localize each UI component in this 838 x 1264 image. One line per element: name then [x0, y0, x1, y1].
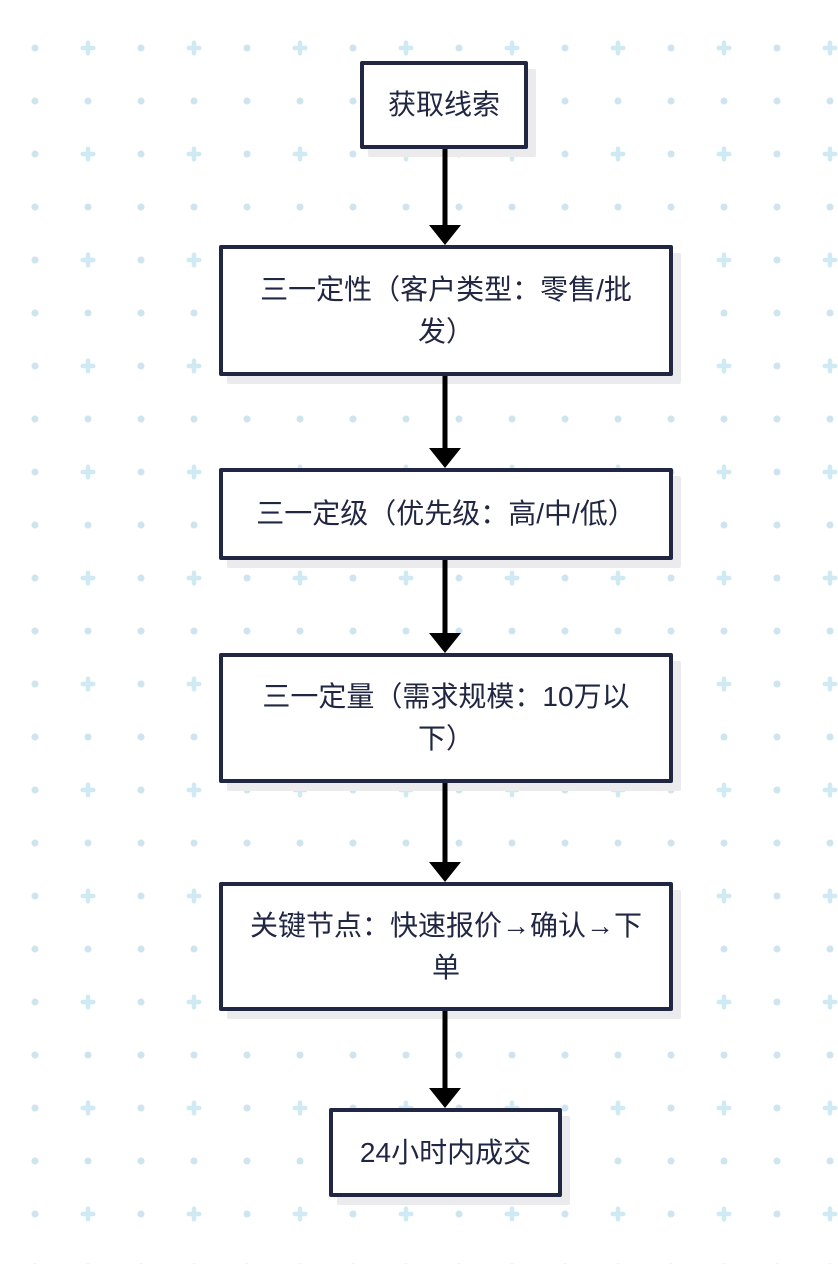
arrow-stem: [442, 783, 448, 863]
arrow-stem: [442, 1011, 448, 1089]
arrow-qualitative-to-grading: [429, 376, 461, 468]
arrow-stem: [442, 376, 448, 449]
arrowhead-down-icon: [429, 448, 461, 468]
node-label: 三一定级（优先级：高/中/低）: [256, 498, 636, 529]
flow-node-qualitative[interactable]: 三一定性（客户类型：零售/批发）: [219, 245, 673, 376]
flow-node-quantitative[interactable]: 三一定量（需求规模：10万以下）: [219, 653, 673, 783]
arrow-stem: [442, 560, 448, 634]
arrowhead-down-icon: [429, 862, 461, 882]
arrowhead-down-icon: [429, 225, 461, 245]
arrow-stem: [442, 149, 448, 226]
node-label: 三一定性（客户类型：零售/批发）: [260, 273, 632, 347]
node-label: 获取线索: [387, 89, 500, 120]
node-label: 三一定量（需求规模：10万以下）: [262, 681, 630, 754]
arrowhead-down-icon: [429, 1088, 461, 1108]
arrowhead-down-icon: [429, 633, 461, 653]
flow-node-grading[interactable]: 三一定级（优先级：高/中/低）: [219, 468, 673, 560]
node-label: 关键节点：快速报价→确认→下单: [249, 909, 642, 983]
flow-node-close-deal[interactable]: 24小时内成交: [329, 1108, 562, 1197]
flow-node-key-milestones[interactable]: 关键节点：快速报价→确认→下单: [219, 882, 673, 1011]
arrow-grading-to-quantitative: [429, 560, 461, 653]
arrow-lead-to-qualitative: [429, 149, 461, 245]
arrow-quantitative-to-milestones: [429, 783, 461, 882]
flow-node-lead-acquisition[interactable]: 获取线索: [360, 61, 528, 149]
node-label: 24小时内成交: [359, 1136, 532, 1168]
arrow-milestones-to-close: [429, 1011, 461, 1108]
